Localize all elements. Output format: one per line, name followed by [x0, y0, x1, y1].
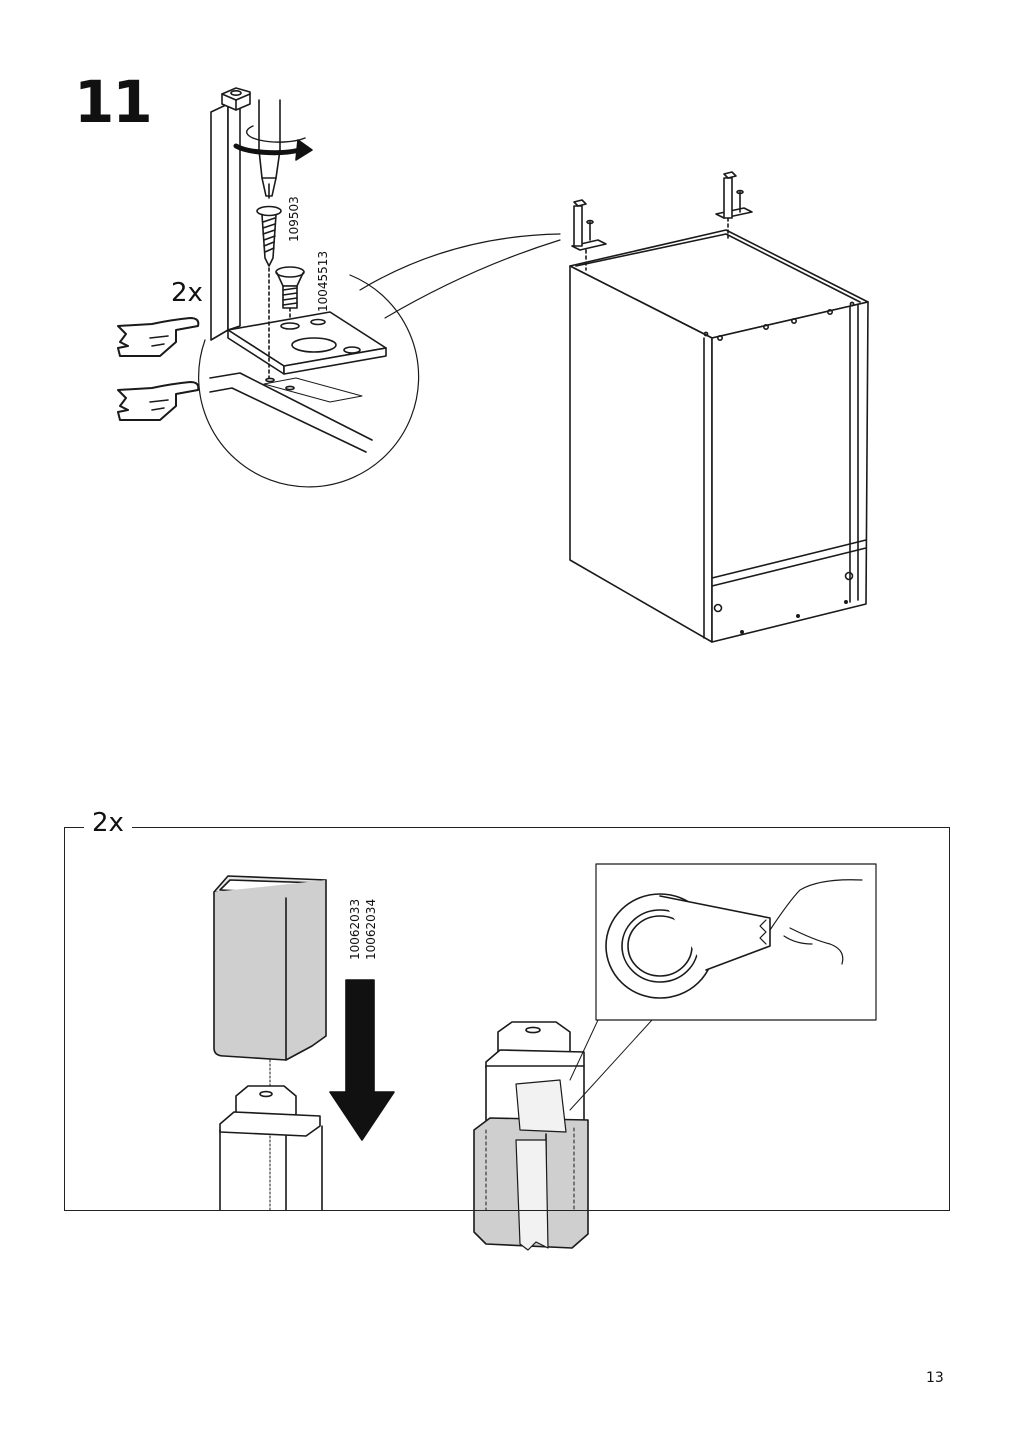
leg-with-foot-illustration: [219, 1085, 323, 1211]
part-number-label: 10062033: [348, 898, 362, 960]
part-number-label: 10062034: [364, 898, 378, 960]
down-arrow-icon: [329, 979, 395, 1141]
sub-step-frame: [64, 827, 950, 1211]
step-number: 11: [74, 68, 153, 136]
leg-bracket-illustration: [210, 87, 251, 341]
wood-screw-illustration: [256, 205, 282, 267]
pointing-hand-icon: [117, 317, 200, 357]
part-number-label: 109503: [287, 196, 301, 242]
cabinet-corner-detail: [209, 372, 373, 453]
cabinet-illustration: [569, 171, 869, 643]
part-number-label: 10045513: [316, 250, 330, 312]
leg-taped-sleeve-illustration: [473, 1021, 589, 1251]
tape-roll-inset: [569, 863, 877, 1111]
screwdriver-illustration: [233, 99, 313, 199]
bracket-plate-illustration: [227, 267, 387, 379]
sub-step-quantity-label: 2x: [84, 808, 132, 838]
leg-sleeve-illustration: [213, 875, 327, 1211]
machine-screw-illustration: [275, 266, 305, 321]
page-number: 13: [926, 1370, 944, 1386]
detail-callout-circle: [198, 233, 561, 488]
pointing-hand-icon: [117, 381, 200, 421]
quantity-label: 2x: [171, 278, 203, 308]
